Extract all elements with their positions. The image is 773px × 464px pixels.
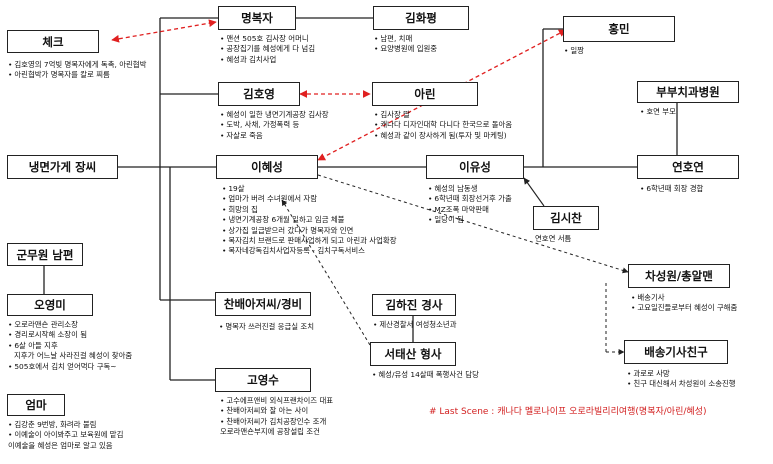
note-item: 아린협박가 명복자를 칼로 찌름 [8,70,146,80]
notes-kimhoyeong: 혜성이 일한 냉면기계공장 김사장 도박, 사채, 가정폭력 등 자살로 죽음 [220,110,329,141]
notes-chaseongwon: 배송기사 고요일진들로부터 혜성이 구해줌 [631,293,737,314]
note-item: 6학년때 회장선거후 가출 [428,194,511,204]
edge-dashed-seotaesan-hyeseong [281,199,371,346]
notes-chanbaeajeossi: 명복자 쓰러진걸 응급실 조치 [219,322,314,332]
note-item-continued: 지후가 어느날 사라진걸 혜성이 찾아줌 [14,351,133,361]
note-item: 복자김치 브랜드로 판매사업하게 되고 아린과 사업확장 [222,236,396,246]
note-item: 오로라맨숀부지에 공장설립 조건 [220,427,320,437]
note-item: MZ조폭 마약판매 [428,205,512,215]
note-item: 혜성의 남동생 [428,184,512,194]
notes-ihyeseong: 19살 엄마가 버려 수녀원에서 자람 희망의 집 냉면기계공장 6개월 일하고… [222,184,397,257]
note-item: 복자네강독김치사업자등록 - 김치구독서비스 [222,246,397,256]
node-kimsichan: 김시찬 [533,206,599,230]
note-item: 혜성과 같이 장사하게 됨(투자 및 마케팅) [374,131,512,141]
note-item: 혜성이 일한 냉면기계공장 김사장 [220,110,328,120]
edge-kimsichan-iyuseong [523,177,545,207]
note-item: 맨션 505호 김사장 어머니 [220,34,315,44]
note-item: 19살 [222,184,397,194]
note-item: 6학년때 회장 경합 [640,184,703,194]
notes-iyuseong: 혜성의 남동생 6학년때 회장선거후 가출 MZ조폭 마약판매 일당이 됨 [428,184,512,226]
note-item: 배송기사 [631,293,737,303]
note-item: 고수에프앤비 외식프랜차이즈 대표 [220,396,333,406]
note-item: 과로로 사망 [627,369,736,379]
notes-yeonhoyeon: 6학년때 회장 경합 [640,184,703,194]
node-kimhajin: 김하진 경사 [372,294,456,316]
note-item: 남편, 치매 [374,34,437,44]
node-chanbaeajeossi: 찬배아저씨/경비 [215,292,311,316]
notes-goyeongsu: 고수에프앤비 외식프랜차이즈 대표 찬배아저씨와 잘 아는 사이 찬배아저씨가 … [220,396,333,438]
notes-kimhajin: 제산경찰서 여성청소년과 [373,320,456,330]
note-item: 고요일진들로부터 혜성이 구해줌 [631,303,737,313]
note-item: 혜성/유성 14살때 폭행사건 담당 [372,370,479,380]
node-eomma: 엄마 [7,394,65,416]
note-item: 제산경찰서 여성청소년과 [373,320,456,330]
node-ihyeseong: 이혜성 [216,155,318,179]
note-item: 이예술이 아이봐주고 보육원에 맡김 [8,430,123,440]
note-item: 일짱 [564,46,584,56]
note-item: 이예술을 혜성은 엄마로 알고 있음 [8,440,113,450]
note-item: 호연 부모 [640,107,676,117]
note-item: 상가집 일급받으러 갔다가 명복자와 인연 [222,226,397,236]
node-buchigwa: 부부치과병원 [637,81,739,103]
notes-buchigwa: 호연 부모 [640,107,676,117]
node-chaseongwon: 차성원/총알맨 [628,264,730,288]
note-item: 자살로 죽음 [220,131,329,141]
note-item: 캐나다 디자인대학 다니다 한국으로 돌아옴 [374,120,512,130]
note-item: 찬배아저씨와 잘 아는 사이 [220,406,333,416]
node-myeongbokja: 명복자 [218,6,296,30]
note-item: 6살 아들 지후 [8,341,132,351]
notes-kimhwapyeong: 남편, 치매 요양병원에 입원중 [374,34,437,55]
edge-red-check-myeongbokja [111,19,217,43]
notes-arin: 김사장 딸 캐나다 디자인대학 다니다 한국으로 돌아옴 혜성과 같이 장사하게… [374,110,512,141]
note-item: 엄마가 버려 수녀원에서 자람 [222,194,397,204]
note-item: 친구 대신해서 차성원이 소송진행 [627,379,735,389]
node-baesonggisa: 배송기사친구 [624,340,728,364]
notes-kimsichan: 연호연 서틈 [535,234,571,244]
note-item: 명복자 쓰러진걸 응급실 조치 [219,322,314,332]
node-iyuseong: 이유성 [426,155,524,179]
node-check: 체크 [7,30,99,53]
notes-hongmin: 일짱 [564,46,584,56]
last-scene-note: # Last Scene : 캐나다 멜로나이프 오로라빌리리여행(명복자/아린… [429,407,707,417]
note-item: 505호에서 김치 얻어먹다 구독~ [8,362,132,372]
node-ohyeongmi: 오영미 [7,294,93,316]
note-item: 희망의 집 [222,205,397,215]
notes-eomma: 김강춘 9번방, 화려라 불림 이예술이 아이봐주고 보육원에 맡김 이예술을 … [8,420,123,451]
notes-check: 김호영의 7억빚 명복자에게 독촉, 아린협박 아린협박가 명복자를 칼로 찌름 [8,60,146,81]
note-item: 찬배아저씨가 김치공장인수 조개 [220,417,333,427]
notes-baesonggisa: 과로로 사망 친구 대신해서 차성원이 소송진행 [627,369,736,390]
notes-seotaesan: 혜성/유성 14살때 폭행사건 담당 [372,370,479,380]
node-kimhwapyeong: 김화평 [373,6,469,30]
note-item: 경리로시작해 소장이 됨 [8,330,132,340]
note-item: 김사장 딸 [374,110,512,120]
node-yeonhoyeon: 연호연 [637,155,739,179]
note-item: 냉면기계공장 6개월 일하고 임금 체불 [222,215,397,225]
notes-myeongbokja: 맨션 505호 김사장 어머니 공장집기를 혜성에게 다 넘김 혜성과 김치사업 [220,34,315,65]
note-item: 일당이 됨 [428,215,512,225]
note-item: 김호영의 7억빚 명복자에게 독촉, 아린협박 [8,60,146,70]
node-seotaesan: 서태산 형사 [370,342,456,366]
note-item: 요양병원에 입원중 [374,44,437,54]
node-kimhoyeong: 김호영 [218,82,300,106]
note-item: 김강춘 9번방, 화려라 불림 [8,420,123,430]
node-gunmuwon: 군무원 남편 [7,243,83,266]
notes-ohyeongmi: 오로라맨숀 관리소장 경리로시작해 소장이 됨 6살 아들 지후 지후가 어느날… [8,320,132,372]
note-item: 오로라맨숀 관리소장 [8,320,132,330]
note-item: 도박, 사채, 가정폭력 등 [220,120,329,130]
note-item: 공장집기를 혜성에게 다 넘김 [220,44,315,54]
node-goyeongsu: 고영수 [215,368,311,392]
note-item: 연호연 서틈 [535,234,572,243]
node-hongmin: 홍민 [563,16,675,42]
node-naengmyeon: 냉면가게 장씨 [7,155,118,179]
note-item: 혜성과 김치사업 [220,55,315,65]
node-arin: 아린 [372,82,478,106]
